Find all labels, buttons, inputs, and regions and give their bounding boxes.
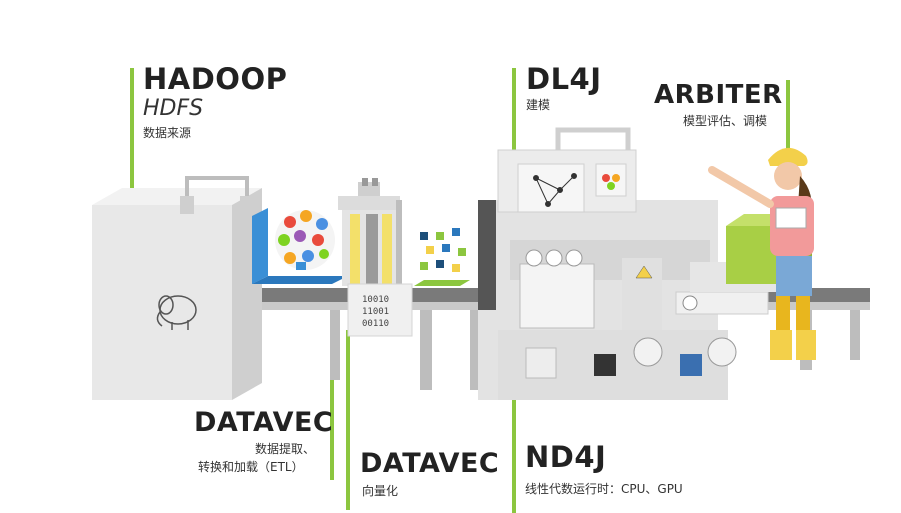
datavec-etl-subtitle-1: 数据提取、 — [255, 442, 316, 456]
hadoop-subtitle: 数据来源 — [143, 126, 192, 140]
vector-grid-icon — [414, 228, 470, 286]
nd4j-connector-line — [512, 395, 516, 513]
nd4j-title: ND4J — [525, 440, 607, 474]
color-dots-icon — [602, 174, 620, 190]
hadoop-storage-box — [92, 176, 262, 400]
dl4j-connector-line — [512, 68, 516, 156]
arbiter-title: ARBITER — [654, 80, 783, 110]
worker-figure — [708, 147, 816, 360]
binary-line-1: 10010 — [362, 295, 389, 305]
dl4j-machine — [478, 127, 737, 400]
binary-data-box: 10010 11001 00110 — [347, 283, 413, 337]
tablet-screen-icon — [252, 208, 348, 284]
elephant-icon — [156, 295, 197, 330]
dl4j-title: DL4J — [526, 62, 602, 96]
datavec-etl-subtitle-2: 转换和加载（ETL） — [198, 460, 304, 474]
datavec-vec-title: DATAVEC — [360, 448, 500, 479]
datavec-vec-connector-line — [346, 330, 350, 510]
binary-line-3: 00110 — [362, 319, 389, 329]
datavec-vec-subtitle: 向量化 — [362, 484, 399, 498]
binary-line-2: 11001 — [362, 307, 389, 317]
neural-network-icon — [533, 173, 577, 207]
arbiter-connector-line — [786, 80, 790, 158]
datavec-etl-title: DATAVEC — [194, 407, 334, 438]
nd4j-subtitle: 线性代数运行时：CPU、GPU — [525, 482, 683, 496]
hadoop-connector-line — [130, 68, 134, 200]
data-sources-cluster-icon — [275, 210, 335, 270]
hadoop-hdfs-label: HDFS — [143, 96, 204, 121]
datavec-etl-connector-line — [330, 330, 334, 480]
arbiter-subtitle: 模型评估、调模 — [683, 114, 768, 128]
vectorizer-tower — [338, 178, 402, 286]
dl4j-subtitle: 建模 — [526, 98, 551, 112]
hadoop-title: HADOOP — [143, 62, 288, 96]
